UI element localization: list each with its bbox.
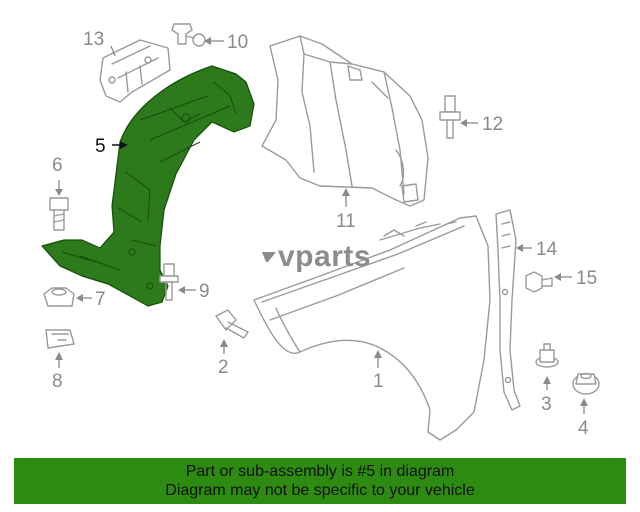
callout-15: 15 [576,268,597,289]
callout-6: 6 [52,155,63,176]
part-9-screw [159,263,179,301]
callout-8: 8 [52,371,63,392]
info-banner: Part or sub-assembly is #5 in diagram Di… [14,458,626,504]
parts-diagram: 13 10 5 11 12 6 [41,23,600,441]
part-7-nut [43,287,75,307]
part-14-seal-strip [495,209,521,411]
part-5-fender-liner [41,65,255,307]
part-13-bracket [99,39,171,103]
callout-12: 12 [482,114,503,135]
callout-5: 5 [95,136,106,157]
callout-3: 3 [541,394,552,415]
banner-line-2: Diagram may not be specific to your vehi… [165,482,475,499]
callout-9: 9 [199,281,210,302]
part-4-flange-nut [572,372,600,395]
callout-14: 14 [536,239,558,260]
part-1-fender [253,215,491,441]
callout-11: 11 [336,211,356,232]
banner-line-1: Part or sub-assembly is #5 in diagram [185,463,455,480]
part-8-clip-nut [45,329,75,349]
vparts-logo: vparts [262,240,371,273]
part-6-bolt [49,197,69,231]
callout-10: 10 [227,32,248,53]
callout-2: 2 [218,357,229,378]
callout-13: 13 [83,29,104,50]
part-11-wheelhouse [261,35,429,207]
part-15-clip [525,271,553,293]
logo-text: vparts [278,240,371,273]
part-10-clip [171,23,206,47]
part-12-bolt [439,95,461,139]
part-3-stud [535,343,559,368]
callout-7: 7 [95,289,106,310]
callout-1: 1 [373,371,384,392]
part-2-bolt [215,309,249,339]
callout-4: 4 [578,418,589,439]
